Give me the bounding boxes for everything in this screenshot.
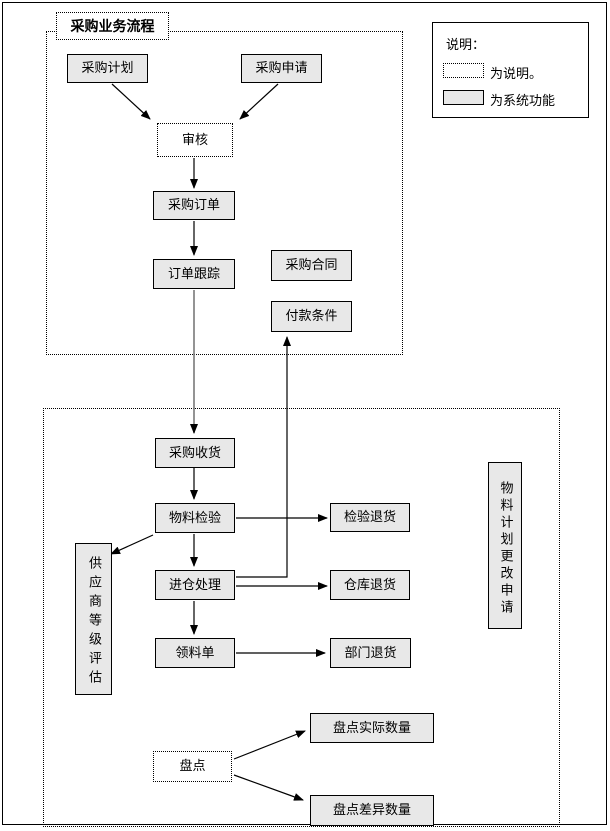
legend-heading: 说明： xyxy=(446,38,486,53)
node-purchase-contract: 采购合同 xyxy=(271,250,352,281)
node-purchase-contract-label: 采购合同 xyxy=(285,258,338,273)
node-material-plan-change-label: 物料计划更改申请 xyxy=(497,480,513,617)
node-material-requisition-label: 领料单 xyxy=(175,645,215,661)
legend-note-sample-icon xyxy=(443,63,484,78)
node-purchase-receiving: 采购收货 xyxy=(155,438,235,468)
node-material-plan-change: 物料计划更改申请 xyxy=(488,462,522,629)
connector-request-to-review xyxy=(239,83,279,120)
node-warehouse-return-label: 仓库退货 xyxy=(343,577,396,593)
node-purchase-plan: 采购计划 xyxy=(67,54,148,83)
legend-system-label: 为系统功能 xyxy=(490,94,556,109)
connector-inspection-to-supplier-rating xyxy=(110,534,154,555)
node-warehouse-entry: 进仓处理 xyxy=(155,570,235,600)
node-stocktake-actual-label: 盘点实际数量 xyxy=(332,720,411,736)
node-stocktake: 盘点 xyxy=(153,751,232,782)
node-material-inspection-label: 物料检验 xyxy=(168,510,221,526)
node-purchase-request-label: 采购申请 xyxy=(255,61,308,76)
node-inspection-return-label: 检验退货 xyxy=(343,510,396,525)
legend-note-label: 为说明。 xyxy=(490,67,543,82)
node-supplier-rating: 供应商等级评估 xyxy=(75,543,112,695)
node-purchase-request: 采购申请 xyxy=(241,54,322,83)
node-stocktake-label: 盘点 xyxy=(179,759,206,774)
node-stocktake-diff-label: 盘点差异数量 xyxy=(332,803,411,818)
connector-stocktake-to-diff xyxy=(233,774,304,801)
connector-plan-to-review xyxy=(111,83,151,120)
legend-system-sample-icon xyxy=(443,90,484,105)
node-purchase-plan-label: 采购计划 xyxy=(81,61,134,76)
node-review-label: 审核 xyxy=(181,132,208,148)
node-purchase-receiving-label: 采购收货 xyxy=(168,445,221,461)
lower-process-region xyxy=(43,408,560,827)
node-purchase-order-label: 采购订单 xyxy=(167,198,220,213)
node-supplier-rating-label: 供应商等级评估 xyxy=(86,555,101,689)
node-purchase-order: 采购订单 xyxy=(153,191,235,220)
node-warehouse-return: 仓库退货 xyxy=(330,570,410,600)
node-material-requisition: 领料单 xyxy=(155,638,235,668)
node-review: 审核 xyxy=(157,123,233,157)
node-stocktake-actual: 盘点实际数量 xyxy=(310,713,434,743)
node-order-tracking-label: 订单跟踪 xyxy=(167,266,220,282)
node-payment-terms-label: 付款条件 xyxy=(285,309,338,324)
node-stocktake-diff: 盘点差异数量 xyxy=(310,795,434,826)
node-department-return: 部门退货 xyxy=(330,638,411,668)
node-payment-terms: 付款条件 xyxy=(271,301,352,332)
node-material-inspection: 物料检验 xyxy=(155,503,235,533)
node-warehouse-entry-label: 进仓处理 xyxy=(168,577,221,593)
node-inspection-return: 检验退货 xyxy=(330,503,410,532)
connector-warehouse-entry-to-payment-terms xyxy=(236,336,291,578)
upper-process-region xyxy=(46,31,403,355)
legend-box: 说明： 为说明。 为系统功能 xyxy=(432,22,589,118)
diagram-title-label: 采购业务流程 xyxy=(70,19,155,35)
node-order-tracking: 订单跟踪 xyxy=(153,259,235,289)
connector-stocktake-to-actual xyxy=(233,730,306,760)
node-department-return-label: 部门退货 xyxy=(344,645,397,661)
diagram-title: 采购业务流程 xyxy=(56,12,169,40)
